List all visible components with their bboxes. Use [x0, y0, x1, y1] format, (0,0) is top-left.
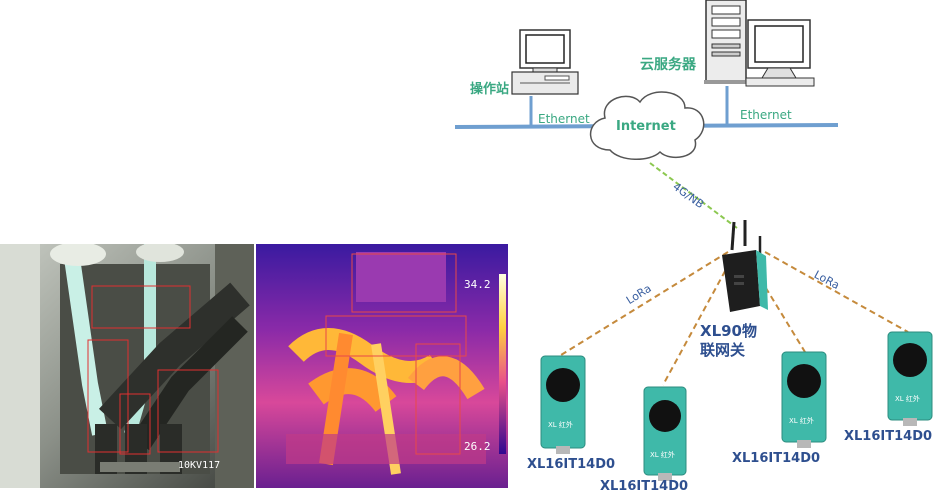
gateway-label: XL90物 联网关: [700, 322, 757, 360]
sensor-label-2: XL16IT14D0: [600, 479, 688, 494]
sensor-label-4: XL16IT14D0: [844, 429, 932, 444]
sensor-label-3: XL16IT14D0: [732, 451, 820, 466]
sensor-device-2-icon: [644, 387, 686, 481]
operator-station-computer-icon: [512, 30, 578, 94]
cloud-server-monitor-icon: [746, 20, 814, 86]
gateway-label-line2: 联网关: [700, 341, 757, 360]
cloud-server-label: 云服务器: [640, 54, 696, 74]
sensor-device-1-icon: [541, 356, 585, 454]
sensor-face-text-2: XL 红外: [650, 450, 675, 460]
ethernet-left-label: Ethernet: [538, 112, 590, 126]
sensor-face-text-4: XL 红外: [895, 394, 920, 404]
sensor-device-4-icon: [888, 332, 932, 426]
ethernet-right-label: Ethernet: [740, 108, 792, 122]
gateway-label-line1: XL90物: [700, 322, 757, 341]
gateway-device-icon: [722, 220, 768, 312]
sensor-label-1: XL16IT14D0: [527, 457, 615, 472]
sensor-device-3-icon: [782, 352, 826, 448]
operator-station-label: 操作站: [470, 78, 509, 97]
internet-label: Internet: [616, 119, 676, 134]
sensor-face-text-3: XL 红外: [789, 416, 814, 426]
cloud-server-tower-icon: [704, 0, 748, 84]
sensor-face-text-1: XL 红外: [548, 420, 573, 430]
